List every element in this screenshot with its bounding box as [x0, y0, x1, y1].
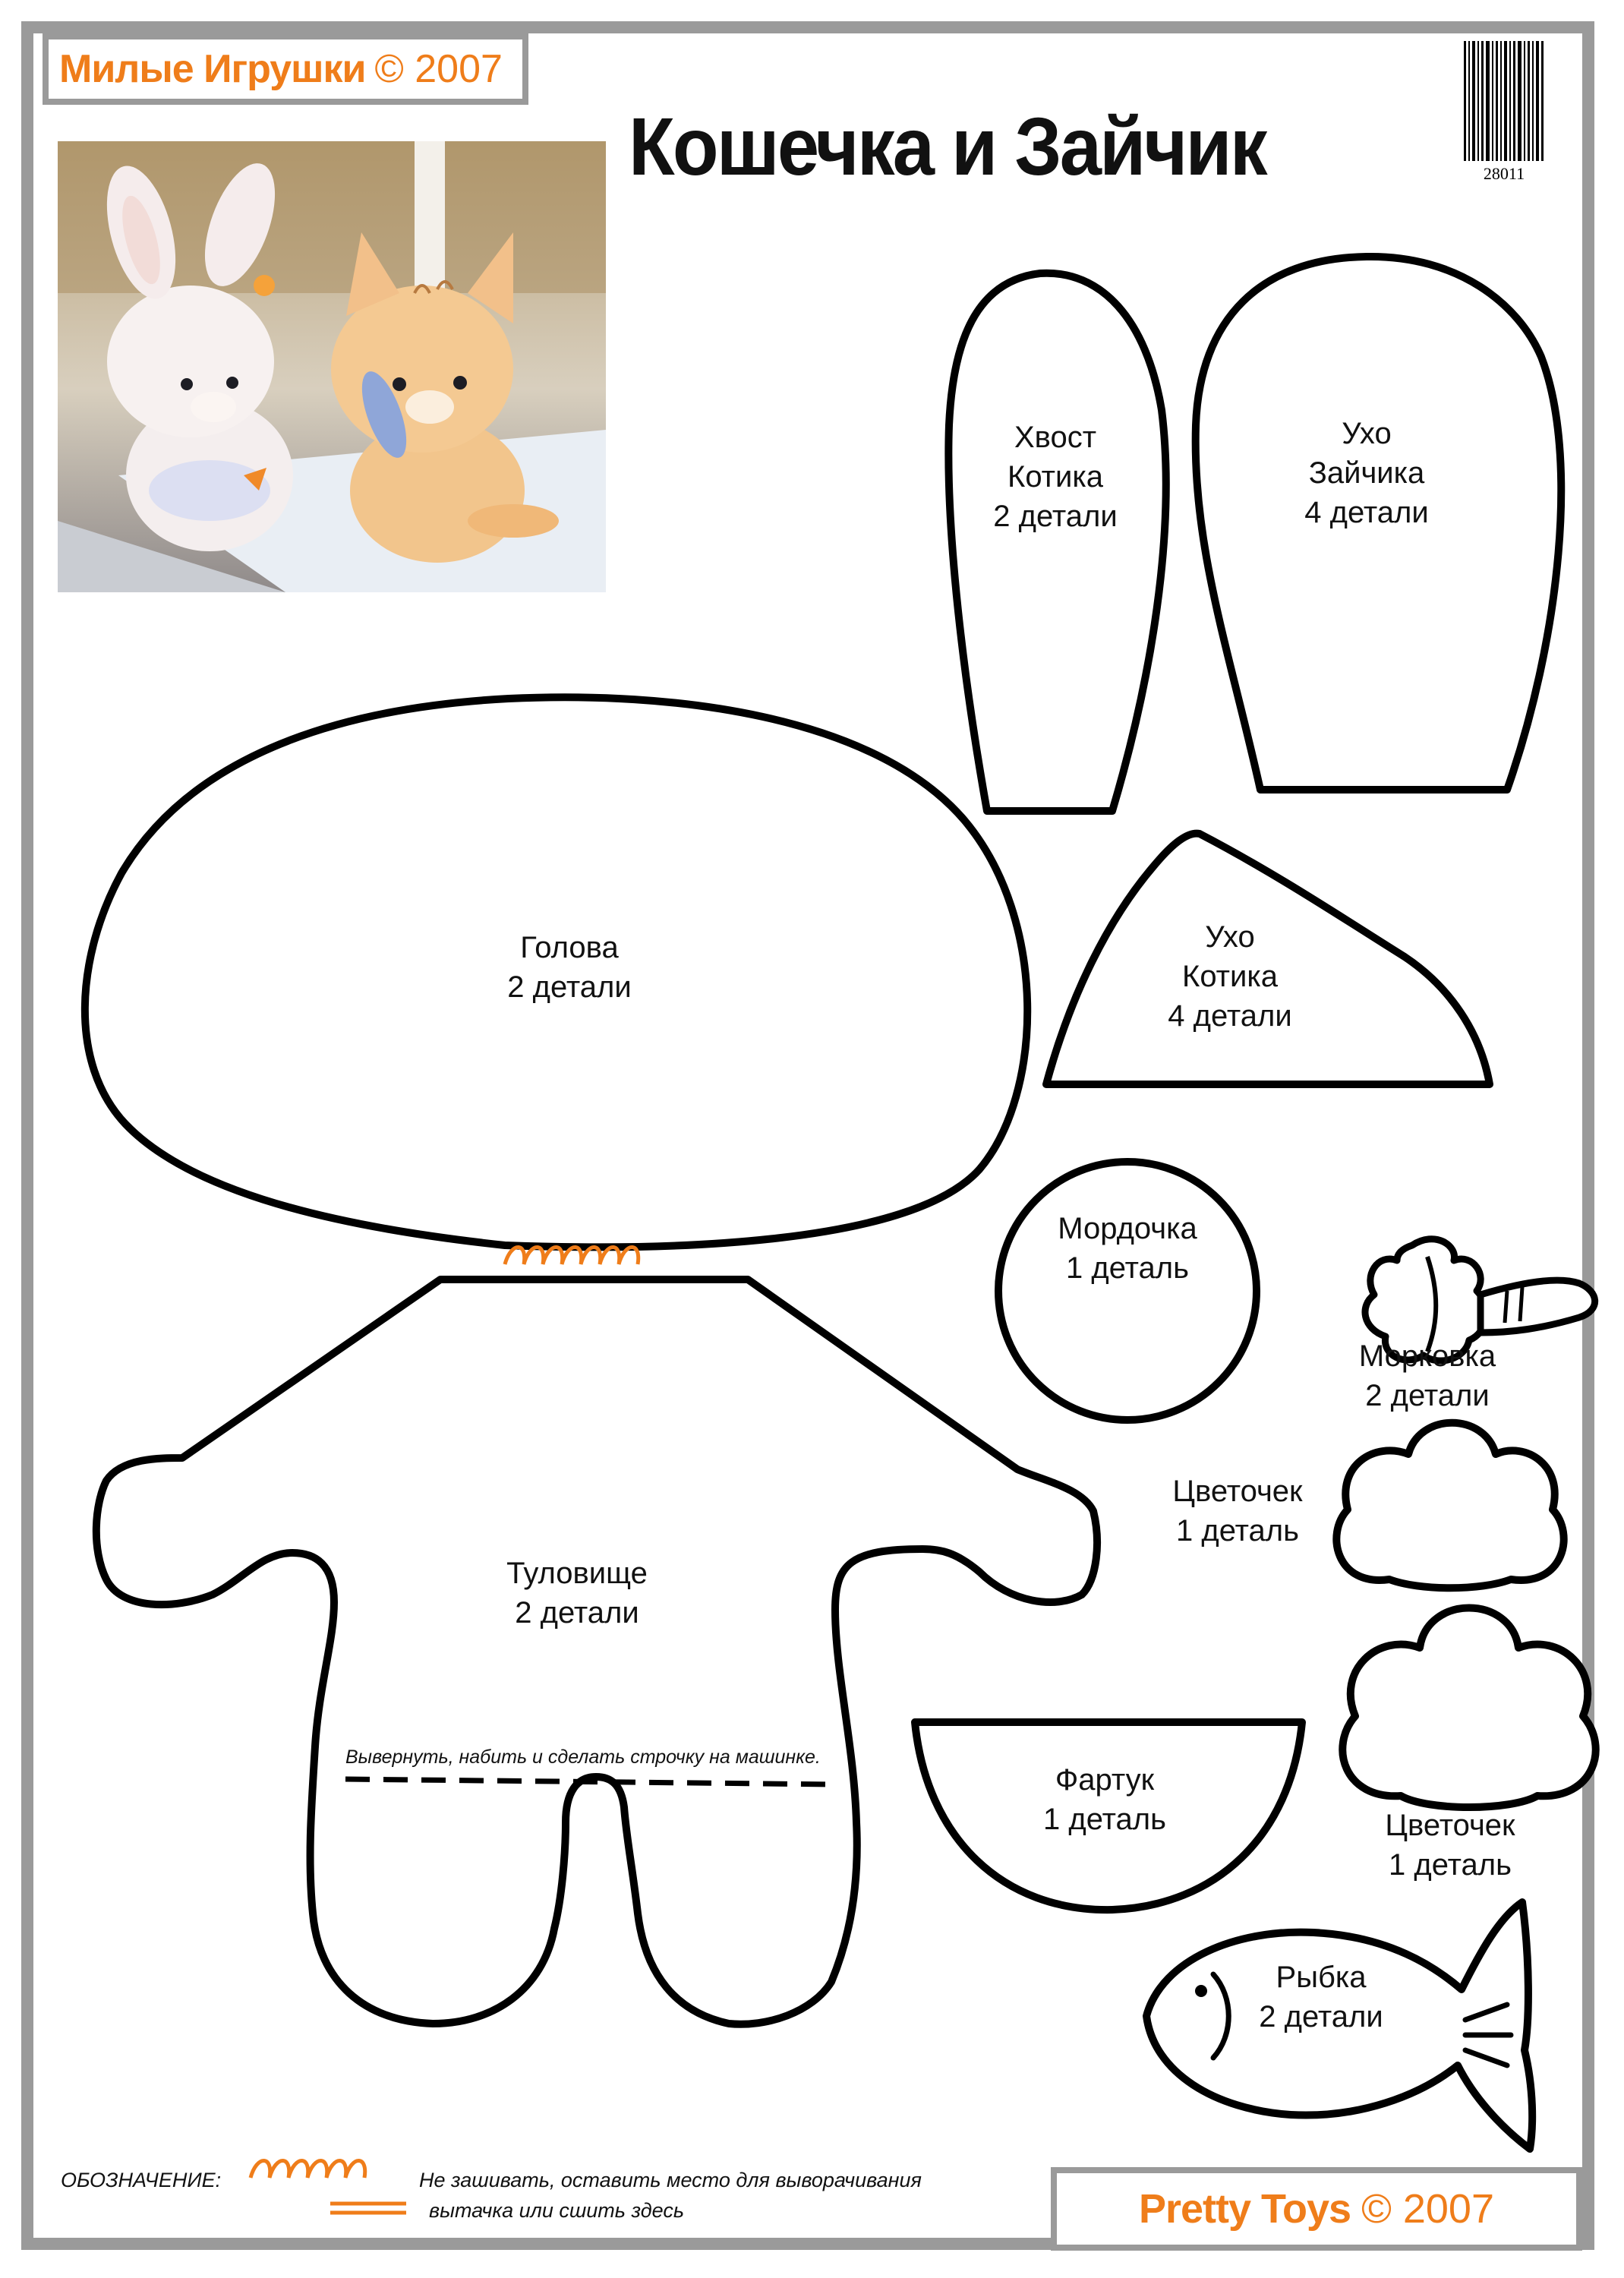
flower-large-label: Цветочек 1 деталь: [1385, 1809, 1515, 1882]
cat-ear-piece: [1042, 829, 1493, 1088]
body-piece: [92, 1276, 1101, 2028]
cat-ear-label: Ухо Котика 4 детали: [1168, 920, 1292, 1033]
muzzle-label: Мордочка 1 деталь: [1058, 1212, 1197, 1285]
brand-name: Милые Игрушки: [59, 47, 366, 91]
apron-label: Фартук 1 деталь: [1043, 1763, 1166, 1836]
bunny-ear-piece: [1191, 252, 1566, 794]
brand-header: Милые Игрушки © 2007: [43, 33, 528, 105]
legend-opening-icon: [248, 2159, 367, 2179]
legend-dart-text: вытачка или сшить здесь: [429, 2199, 685, 2222]
brand-footer: Pretty Toys © 2007: [1051, 2167, 1582, 2251]
page-title: Кошечка и Зайчик: [629, 100, 1268, 192]
opening-mark-icon: [503, 1245, 641, 1265]
cat-tail-label: Хвост Котика 2 детали: [993, 421, 1118, 533]
head-label: Голова 2 детали: [507, 931, 632, 1004]
barcode-number: 28011: [1484, 164, 1525, 183]
fish-label: Рыбка 2 детали: [1259, 1961, 1383, 2033]
legend-opening-text: Не зашивать, оставить место для выворачи…: [419, 2169, 922, 2191]
carrot-label: Морковка 2 детали: [1358, 1339, 1496, 1412]
muzzle-piece: [995, 1158, 1260, 1424]
barcode-icon: 28011: [1464, 41, 1544, 183]
flower-small-piece: [1332, 1418, 1568, 1592]
body-note: Вывернуть, набить и сделать строчку на м…: [345, 1746, 821, 1768]
fish-piece: [1143, 1898, 1537, 2153]
head-piece: [80, 693, 1032, 1251]
cat-tail-piece: [944, 269, 1170, 815]
apron-piece: [911, 1718, 1306, 1914]
brand-year: © 2007: [374, 47, 503, 91]
flower-small-label: Цветочек 1 деталь: [1172, 1475, 1303, 1548]
body-seam-line: [345, 1776, 836, 1787]
bunny-ear-label: Ухо Зайчика 4 детали: [1304, 417, 1429, 529]
legend-label: ОБОЗНАЧЕНИЕ:: [61, 2169, 222, 2191]
body-label: Туловище 2 детали: [506, 1557, 648, 1630]
brand-footer-name: Pretty Toys: [1138, 2186, 1351, 2232]
carrot-piece: [1361, 1235, 1599, 1365]
toys-photo: [58, 141, 606, 592]
flower-large-piece: [1339, 1604, 1600, 1811]
brand-footer-year: © 2007: [1361, 2186, 1494, 2232]
